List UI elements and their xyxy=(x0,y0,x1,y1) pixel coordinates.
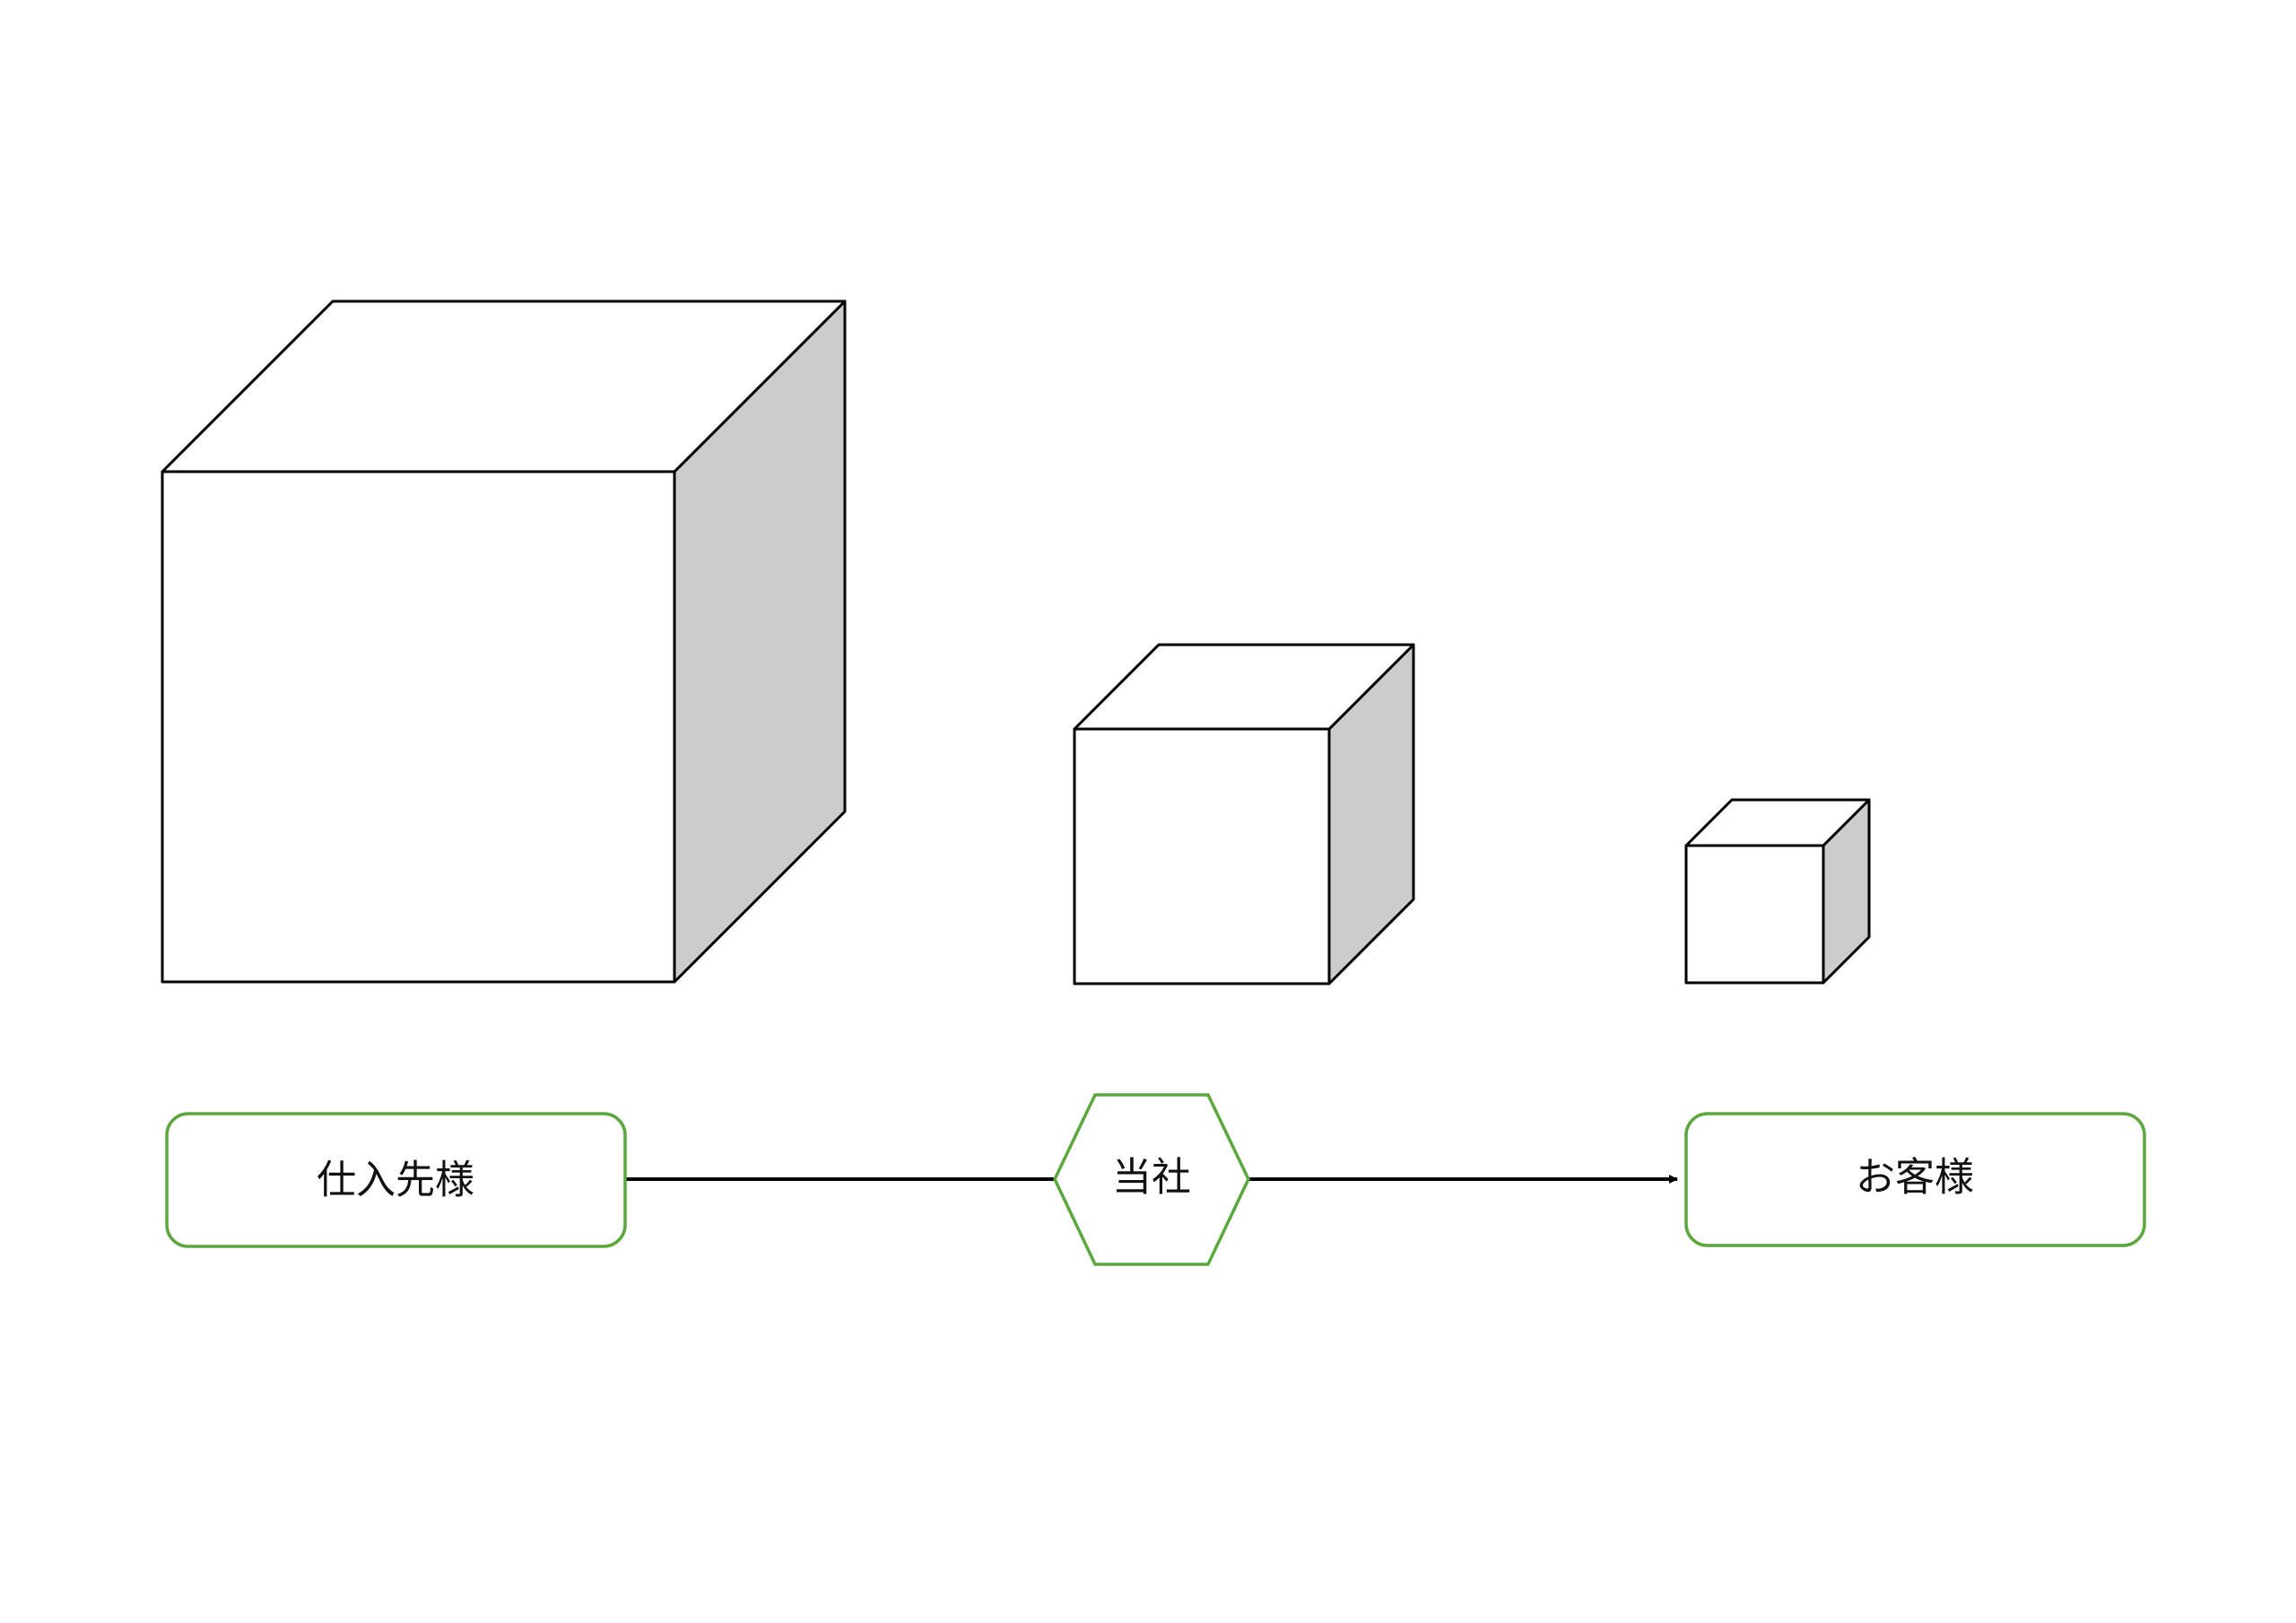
customer-node-box xyxy=(1684,1112,2146,1247)
company-node: 当社 xyxy=(1053,1093,1250,1266)
supplier-node-label: 仕入先様 xyxy=(317,1158,474,1203)
cube-small-front-face xyxy=(1684,844,1825,985)
supplier-node-box xyxy=(165,1112,627,1248)
customer-node-label: お客様 xyxy=(1856,1155,1974,1201)
company-node-hexagon xyxy=(1053,1093,1250,1266)
cube-large-front-face xyxy=(161,470,676,984)
company-node-label: 当社 xyxy=(1112,1155,1191,1201)
cube-medium-front-face xyxy=(1073,727,1331,985)
cube-small xyxy=(1684,798,1871,985)
cube-medium xyxy=(1073,643,1415,985)
customer-node: お客様 xyxy=(1684,1112,2146,1247)
cube-large xyxy=(161,299,847,984)
supplier-node: 仕入先様 xyxy=(165,1112,627,1248)
